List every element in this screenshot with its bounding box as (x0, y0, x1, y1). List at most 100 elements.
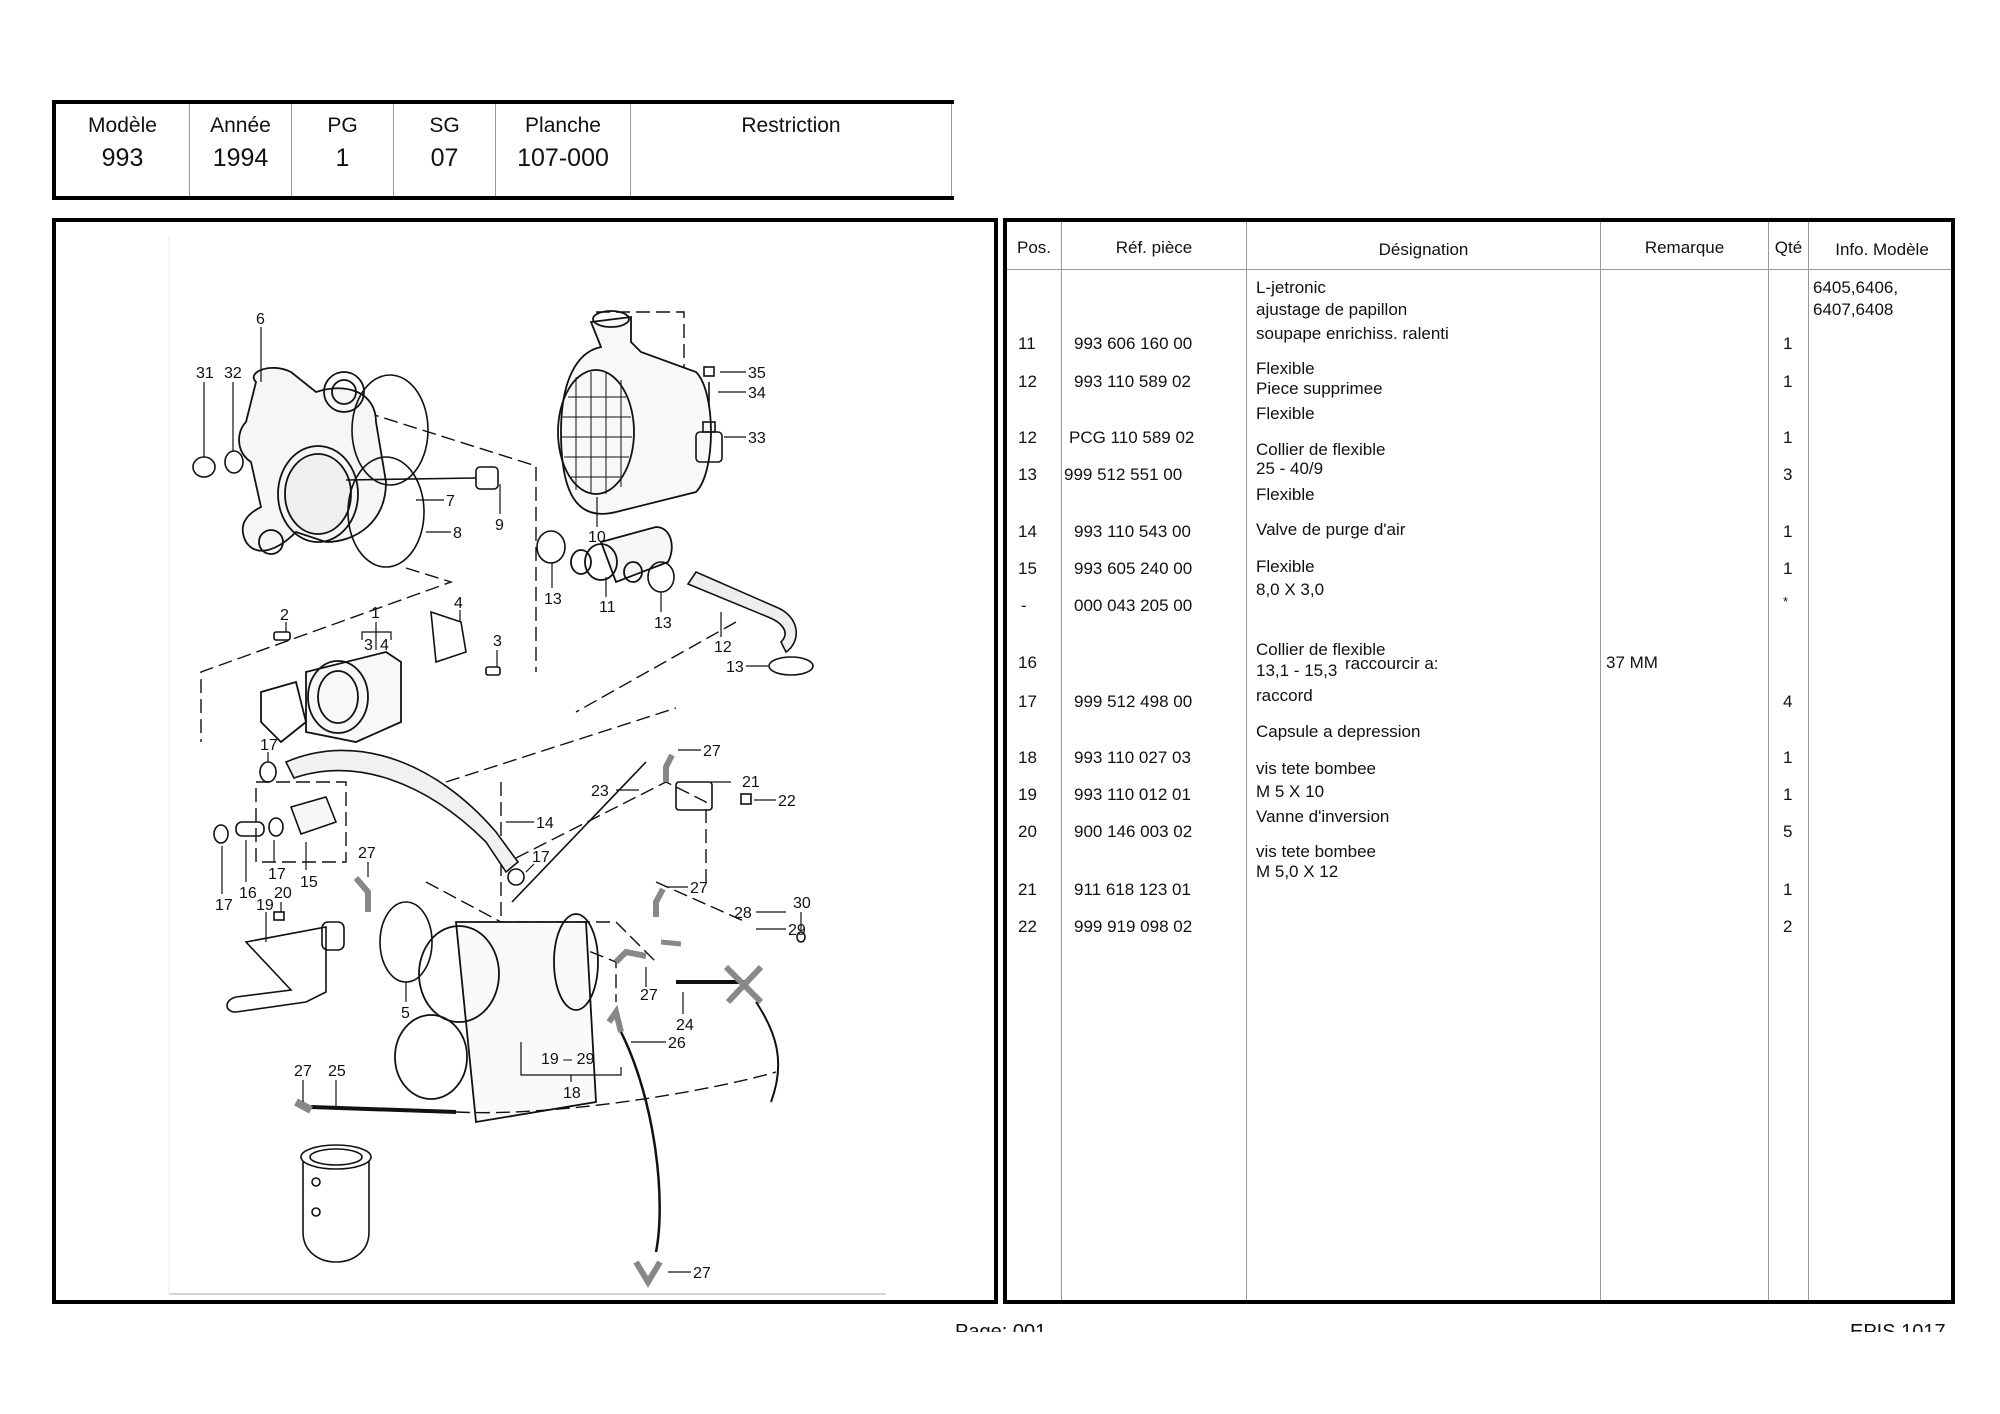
row-qte: 1 (1783, 372, 1793, 391)
callout-label: 13 (544, 591, 562, 608)
hose-27e-part (606, 1004, 624, 1033)
row-pos: 12 (1018, 372, 1037, 391)
row-qte: 2 (1783, 917, 1793, 936)
designation-text: 8,0 X 3,0 (1256, 580, 1325, 599)
designation-text: ajustage de papillon (1256, 300, 1408, 319)
row-qte: 1 (1783, 522, 1793, 541)
callout-label: 17 (268, 866, 286, 883)
header-value: 107-000 (517, 144, 609, 172)
capsule-15-part (289, 796, 338, 836)
document-code: EPIS 1017 (1850, 1321, 1946, 1332)
diagram-drawing: 1 2 3 3 4 4 5 6 7 8 9 10 11 12 12 13 13 … (168, 236, 886, 1295)
callout-label: 28 (734, 905, 752, 922)
idle-valve-part (570, 526, 673, 584)
callout-label: 33 (748, 430, 766, 447)
screw-22-part (740, 793, 752, 805)
row-ref: 000 043 205 00 (1074, 596, 1193, 615)
sensor-4-part (430, 610, 467, 664)
designation-text: Vanne d'inversion (1256, 807, 1390, 826)
row-qte: 5 (1783, 822, 1793, 841)
valve-21-part (675, 781, 713, 811)
cap-30-part (796, 931, 806, 943)
header-col-annee: Année 1994 (190, 104, 292, 196)
row-ref: 993 605 240 00 (1074, 559, 1193, 578)
callout-label: 24 (676, 1017, 694, 1034)
header-label: Planche (525, 114, 601, 137)
callout-label: 19 (256, 897, 274, 914)
callout-label: 8 (453, 525, 462, 542)
clamp-13b-part (647, 561, 675, 593)
screw-3-part (485, 666, 501, 676)
header-label: Restriction (741, 114, 841, 137)
callout-label: 3 (364, 637, 373, 654)
row-pos: 13 (1018, 465, 1037, 484)
callout-label: 15 (300, 874, 318, 891)
callout-label: 7 (446, 493, 455, 510)
callout-label: 27 (358, 845, 376, 862)
exploded-diagram: 1 2 3 3 4 4 5 6 7 8 9 10 11 12 12 13 13 … (52, 218, 998, 1304)
callout-label: 32 (224, 365, 242, 382)
callout-label: 31 (196, 365, 214, 382)
col-header-designation: Désignation (1378, 240, 1469, 259)
row-ref: 993 110 027 03 (1074, 748, 1191, 767)
hose-16-part (235, 821, 265, 837)
row-ref: 999 512 498 00 (1074, 692, 1193, 711)
hose-27d-part (613, 948, 647, 965)
row-pos: 15 (1018, 559, 1037, 578)
row-qte: 1 (1783, 748, 1793, 767)
callout-label: 29 (788, 922, 806, 939)
parts-table: Pos. Réf. pièce Désignation Remarque Qté… (1003, 218, 1955, 1304)
row-ref: 993 606 160 00 (1074, 334, 1193, 353)
callout-label: 13 (726, 659, 744, 676)
header-col-restriction: Restriction (631, 104, 952, 196)
header-col-modele: Modèle 993 (56, 104, 190, 196)
row-pos: 19 (1018, 785, 1037, 804)
row-qte: 1 (1783, 334, 1793, 353)
row-pos: 18 (1018, 748, 1037, 767)
callout-label: 22 (778, 793, 796, 810)
row-ref: 999 919 098 02 (1074, 917, 1193, 936)
header-value: 07 (430, 144, 459, 172)
callout-label: 9 (495, 517, 504, 534)
row-ref: 911 618 123 01 (1074, 880, 1191, 899)
screw-20-part (273, 911, 285, 921)
row-pos: 20 (1018, 822, 1037, 841)
page-number: Page: 001 (955, 1321, 1047, 1332)
hose-12-part (686, 570, 798, 654)
row-pos: 17 (1018, 692, 1037, 711)
callout-label: 34 (748, 385, 766, 402)
callout-label: 27 (703, 743, 721, 760)
designation-text: Collier de flexible (1256, 440, 1386, 459)
remarque-text: 37 MM (1606, 653, 1658, 672)
hose-26-part (619, 1031, 661, 1253)
designation-text: 25 - 40/9 (1256, 459, 1324, 478)
callout-label: 21 (742, 774, 760, 791)
row-ref: PCG 110 589 02 (1069, 428, 1195, 447)
row-ref: 900 146 003 02 (1074, 822, 1193, 841)
header-label: PG (327, 114, 358, 137)
designation-superscript: raccourcir a: (1345, 654, 1439, 673)
row-ref: 993 110 589 02 (1074, 372, 1191, 391)
col-header-remarque: Remarque (1644, 238, 1725, 257)
info-modele-text: 6405,6406, (1813, 278, 1899, 297)
canister-part (300, 1144, 372, 1263)
col-header-ref: Réf. pièce (1115, 238, 1193, 257)
callout-label: 17 (215, 897, 233, 914)
col-header-pos: Pos. (1016, 238, 1052, 257)
screw-2-part (273, 631, 291, 641)
callout-label: 4 (454, 595, 463, 612)
callout-label: 17 (532, 849, 550, 866)
row-qte: 1 (1783, 785, 1793, 804)
leader-lines (203, 327, 802, 1273)
callout-label: 10 (588, 529, 606, 546)
clamp-7-part (351, 374, 429, 486)
row-pos: 22 (1018, 917, 1037, 936)
hose-27b-part (663, 753, 675, 782)
sensor-9-part (475, 466, 499, 490)
air-flow-meter-part (557, 310, 712, 515)
clamp-13a-part (536, 530, 566, 564)
row-qte: 1 (1783, 880, 1793, 899)
connector-29-part (723, 964, 764, 1005)
designation-text: Collier de flexible (1256, 640, 1386, 659)
col-header-info: Info. Modèle (1835, 240, 1929, 259)
